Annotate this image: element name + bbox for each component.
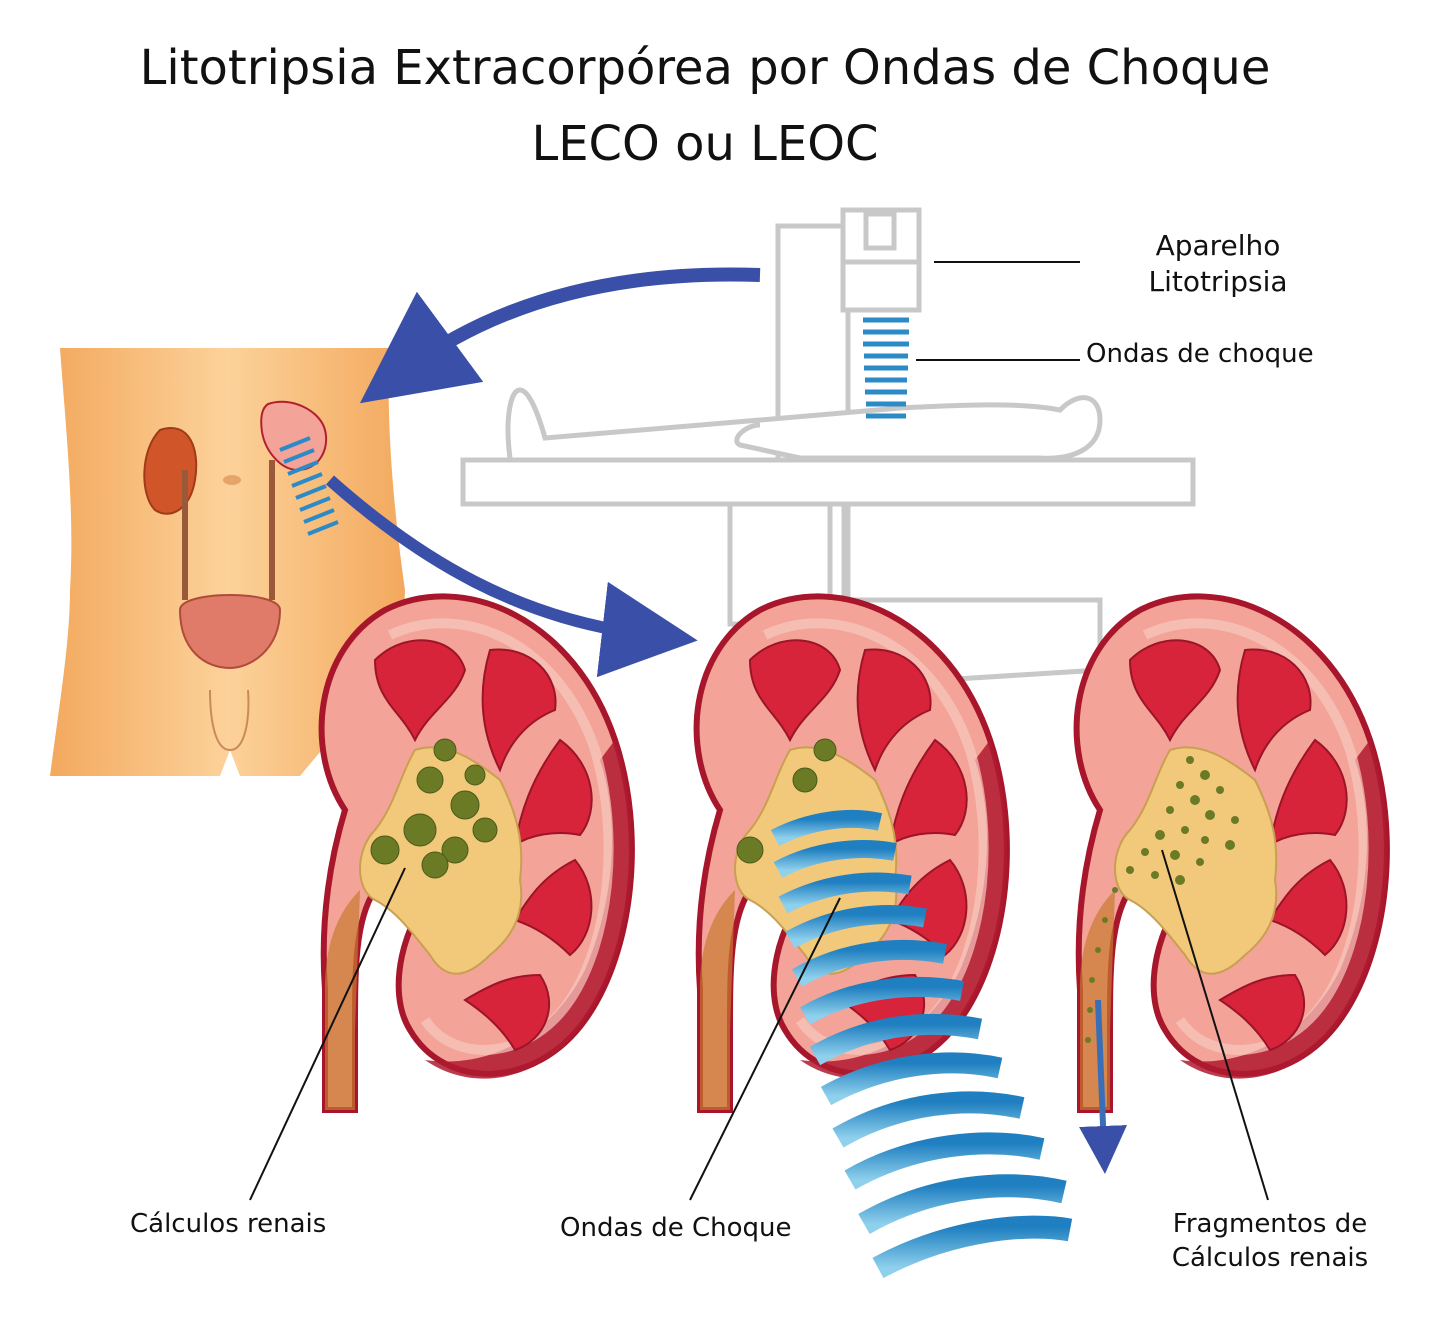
kidney-stones-label: Cálculos renais xyxy=(130,1209,327,1239)
fragments-label: Fragmentos de Cálculos renais xyxy=(1160,1208,1380,1276)
fragments-label-line1: Fragmentos de xyxy=(1172,1209,1368,1239)
shockwaves-top-label: Ondas de choque xyxy=(1086,339,1314,369)
fragments-label-line2: Cálculos renais xyxy=(1171,1242,1369,1273)
kidney-with-fragments xyxy=(1077,596,1387,1174)
waves-leader-line xyxy=(689,897,841,1201)
diagram-title: Litotripsia Extracorpórea por Ondas de C… xyxy=(139,40,1271,96)
diagram-subtitle: LECO ou LEOC xyxy=(531,116,879,172)
arrow-machine-to-torso xyxy=(359,267,761,404)
stones-leader-line xyxy=(249,867,406,1201)
kidney-with-shockwaves xyxy=(697,596,1007,1110)
torso-illustration xyxy=(50,348,405,776)
device-label-line1: Aparelho xyxy=(1155,229,1281,262)
device-label-line2: Litotripsia xyxy=(1148,265,1288,299)
large-shockwave-beam xyxy=(770,809,1073,1279)
arrow-torso-to-kidney xyxy=(326,475,698,678)
kidney-with-stones xyxy=(322,596,632,1110)
machine-shockwaves xyxy=(863,317,909,419)
device-label: Aparelho Litotripsia xyxy=(1138,228,1298,301)
fragments-leader-line xyxy=(1161,849,1269,1201)
shockwaves-bottom-label: Ondas de Choque xyxy=(560,1213,792,1243)
